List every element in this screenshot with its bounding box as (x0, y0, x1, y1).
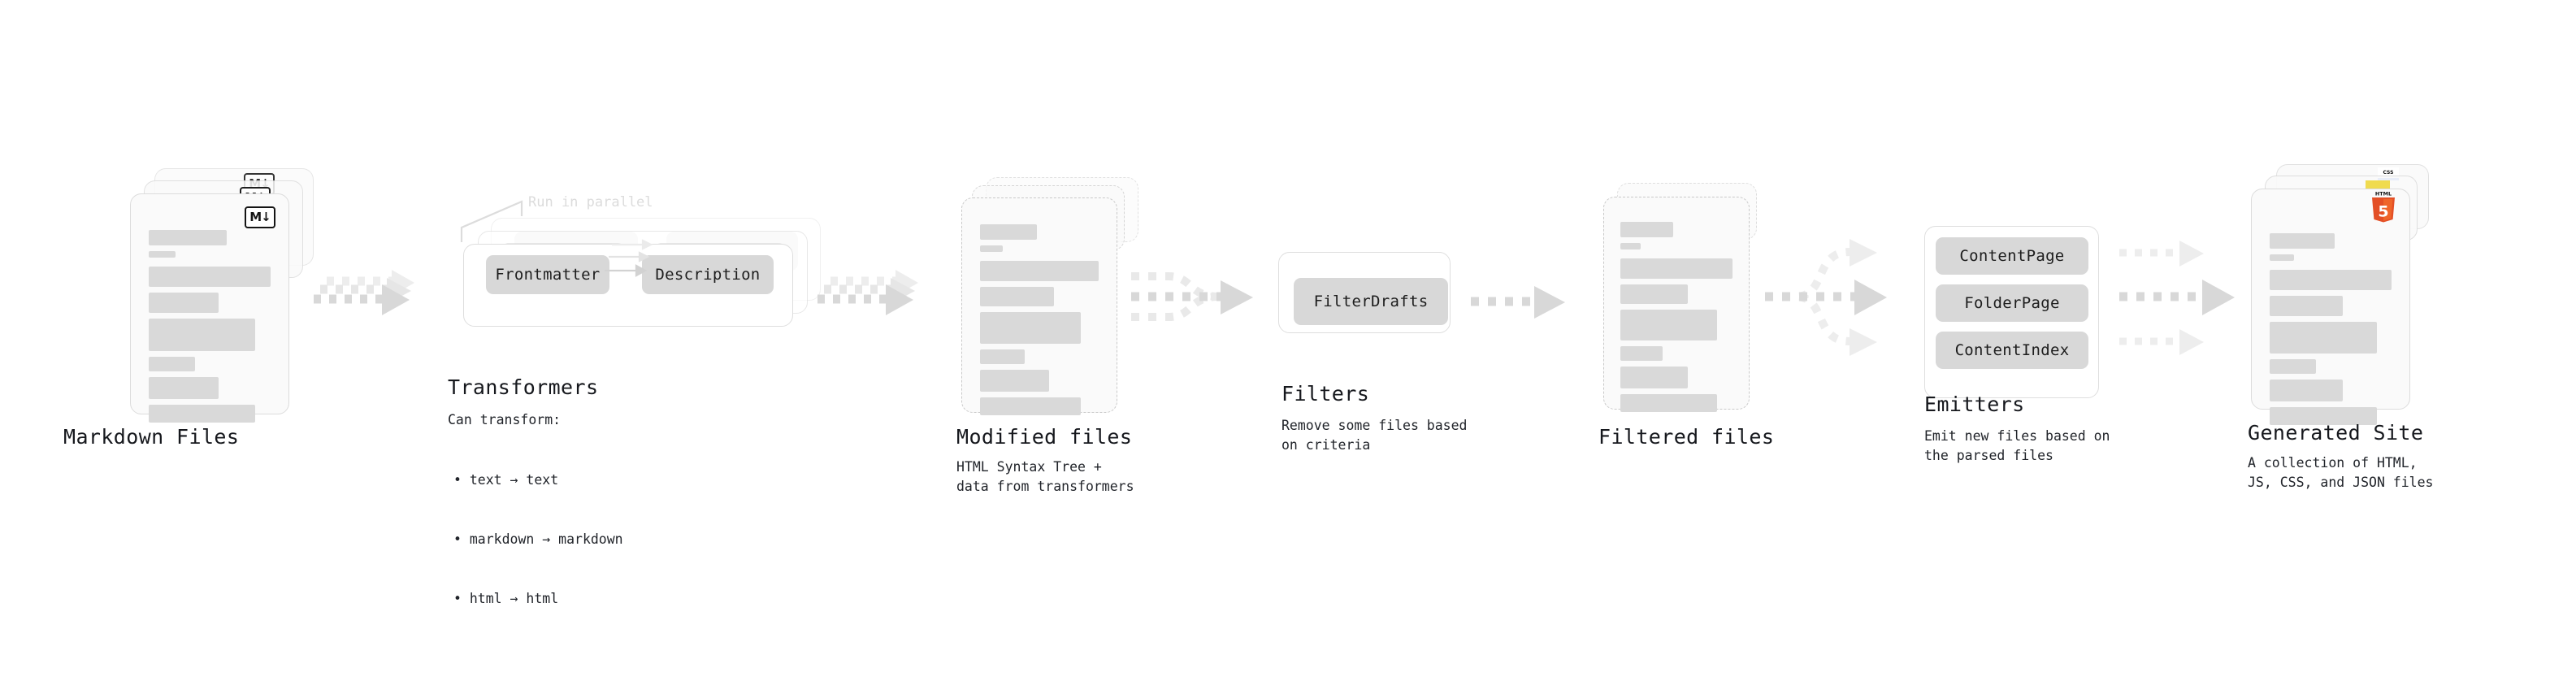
stage-title-generated-site: Generated Site (2248, 421, 2424, 445)
stage-subtitle-transformers: Can transform: (448, 412, 562, 427)
markdown-card-content (149, 230, 271, 428)
run-in-parallel-bracket (460, 195, 566, 245)
arrow-transformers-to-modified (817, 268, 923, 325)
stage-subtitle-modified-files: HTML Syntax Tree + data from transformer… (956, 459, 1134, 495)
stage-subtitle-generated-site: A collection of HTML, JS, CSS, and JSON … (2248, 455, 2434, 491)
stage-title-emitters: Emitters (1924, 393, 2025, 416)
arrow-filters-to-filtered (1471, 283, 1576, 320)
stage-subtitle-filters: Remove some files based on criteria (1281, 418, 1468, 453)
stage-title-filtered-files: Filtered files (1598, 425, 1775, 449)
emitters-chip-contentindex-label: ContentIndex (1954, 341, 2070, 359)
transformer-chip-description: Description (642, 255, 774, 294)
emitters-chip-folderpage: FolderPage (1936, 284, 2088, 322)
transformers-bullet-0: • text → text (453, 471, 559, 488)
arrow-modified-to-filters (1130, 260, 1268, 333)
svg-text:5: 5 (2378, 203, 2388, 221)
stage-title-transformers: Transformers (448, 375, 599, 399)
transformer-chip-frontmatter-label: Frontmatter (495, 266, 601, 284)
transformers-bullet-2: • html → html (453, 591, 559, 607)
markdown-card-front: M↓ (130, 193, 289, 423)
modified-card-content (980, 224, 1099, 421)
arrow-md-to-transformers (314, 268, 419, 325)
transformer-chip-description-label: Description (655, 266, 761, 284)
stage-title-markdown-files: Markdown Files (63, 425, 240, 449)
svg-text:HTML: HTML (2375, 191, 2392, 197)
transformers-bullet-list: • text → text • markdown → markdown • ht… (453, 431, 623, 648)
emitters-chip-contentpage-label: ContentPage (1959, 247, 2065, 265)
site-card-content (2270, 233, 2392, 431)
filtered-card-front (1603, 197, 1750, 412)
emitters-chip-contentindex: ContentIndex (1936, 332, 2088, 369)
transformer-chip-frontmatter: Frontmatter (486, 255, 609, 294)
filters-chip-filterdrafts: FilterDrafts (1294, 278, 1448, 325)
transformers-bullet-1: • markdown → markdown (453, 531, 623, 548)
filtered-card-content (1620, 222, 1733, 418)
emitters-chip-folderpage-label: FolderPage (1964, 294, 2060, 312)
stage-subtitle-emitters: Emit new files based on the parsed files (1924, 428, 2110, 464)
stage-title-filters: Filters (1281, 382, 1370, 406)
transformer-inner-arrows (605, 239, 666, 282)
arrow-filtered-to-emitters (1763, 236, 1926, 358)
run-in-parallel-label: Run in parallel (528, 194, 653, 210)
site-card-html-front (2251, 189, 2410, 425)
html5-badge-icon: HTML 5 (2370, 189, 2397, 223)
filters-chip-filterdrafts-label: FilterDrafts (1313, 293, 1429, 310)
modified-card-front (961, 197, 1117, 415)
stage-title-modified-files: Modified files (956, 425, 1133, 449)
arrow-emitters-to-site (2118, 236, 2256, 358)
markdown-badge-front: M↓ (245, 206, 275, 228)
emitters-chip-contentpage: ContentPage (1936, 237, 2088, 275)
